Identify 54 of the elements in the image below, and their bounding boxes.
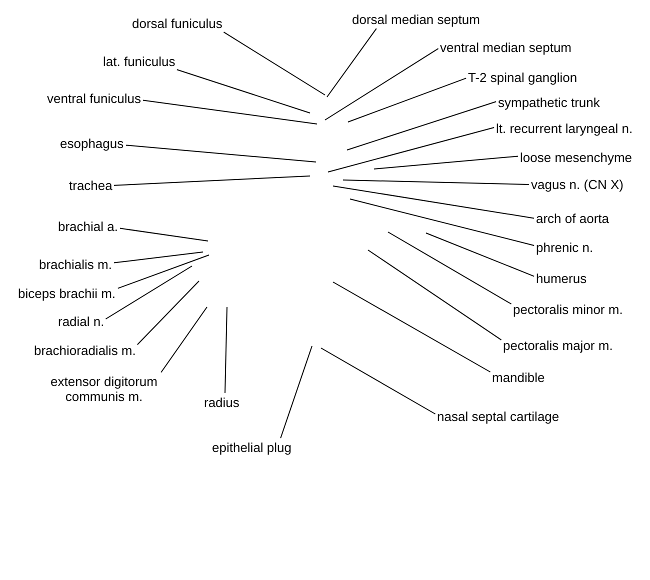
part-label: phrenic n. — [536, 240, 594, 255]
part-label: dorsal funiculus — [132, 16, 222, 31]
part-label: radial n. — [58, 314, 104, 329]
leader-line — [326, 28, 377, 98]
part-label: nasal septal cartilage — [437, 409, 560, 424]
part-label: brachial a. — [58, 219, 118, 234]
part-label: brachioradialis m. — [34, 343, 136, 358]
part-label: brachialis m. — [39, 257, 112, 272]
leader-line — [176, 69, 310, 114]
leader-line — [117, 254, 210, 289]
leader-line — [136, 280, 200, 346]
part-label: epithelial plug — [212, 440, 292, 455]
part-label: pectoralis minor m. — [513, 302, 623, 317]
part-label: dorsal median septum — [352, 12, 480, 27]
part-label: lat. funiculus — [103, 54, 176, 69]
leader-line — [280, 346, 312, 439]
leader-line — [332, 282, 491, 372]
leader-line — [320, 348, 436, 414]
part-label: vagus n. (CN X) — [531, 177, 624, 192]
leader-line — [348, 78, 467, 122]
leader-line — [332, 186, 534, 219]
part-label: trachea — [69, 178, 112, 193]
part-label: mandible — [492, 370, 545, 385]
part-label: biceps brachii m. — [18, 286, 116, 301]
leader-line — [120, 228, 208, 242]
part-label: radius — [204, 395, 240, 410]
part-label: T-2 spinal ganglion — [468, 70, 578, 85]
part-label: esophagus — [60, 136, 124, 151]
leader-line — [114, 176, 310, 186]
part-label: lt. recurrent laryngeal n. — [496, 121, 633, 136]
leader-line — [114, 252, 204, 264]
part-label: loose mesenchyme — [520, 150, 632, 165]
part-label: humerus — [536, 271, 587, 286]
leader-line — [342, 180, 530, 185]
part-label: arch of aorta — [536, 211, 609, 226]
leader-line — [350, 198, 535, 246]
part-label: sympathetic trunk — [498, 95, 600, 110]
leader-line — [324, 48, 439, 120]
part-label: ventral median septum — [440, 40, 572, 55]
leader-line — [223, 32, 326, 96]
leader-line — [224, 306, 228, 394]
leader-line — [160, 306, 208, 373]
part-label: ventral funiculus — [47, 91, 141, 106]
leader-line — [328, 127, 495, 172]
leader-line — [105, 266, 192, 320]
leader-line — [374, 156, 518, 170]
part-label: extensor digitorum communis m. — [48, 374, 160, 404]
part-label: pectoralis major m. — [503, 338, 613, 353]
leader-line — [142, 100, 318, 124]
leader-line — [126, 144, 316, 162]
leader-line — [388, 232, 512, 304]
leader-line — [368, 250, 502, 340]
leader-line — [426, 232, 535, 277]
leader-line — [346, 101, 497, 150]
